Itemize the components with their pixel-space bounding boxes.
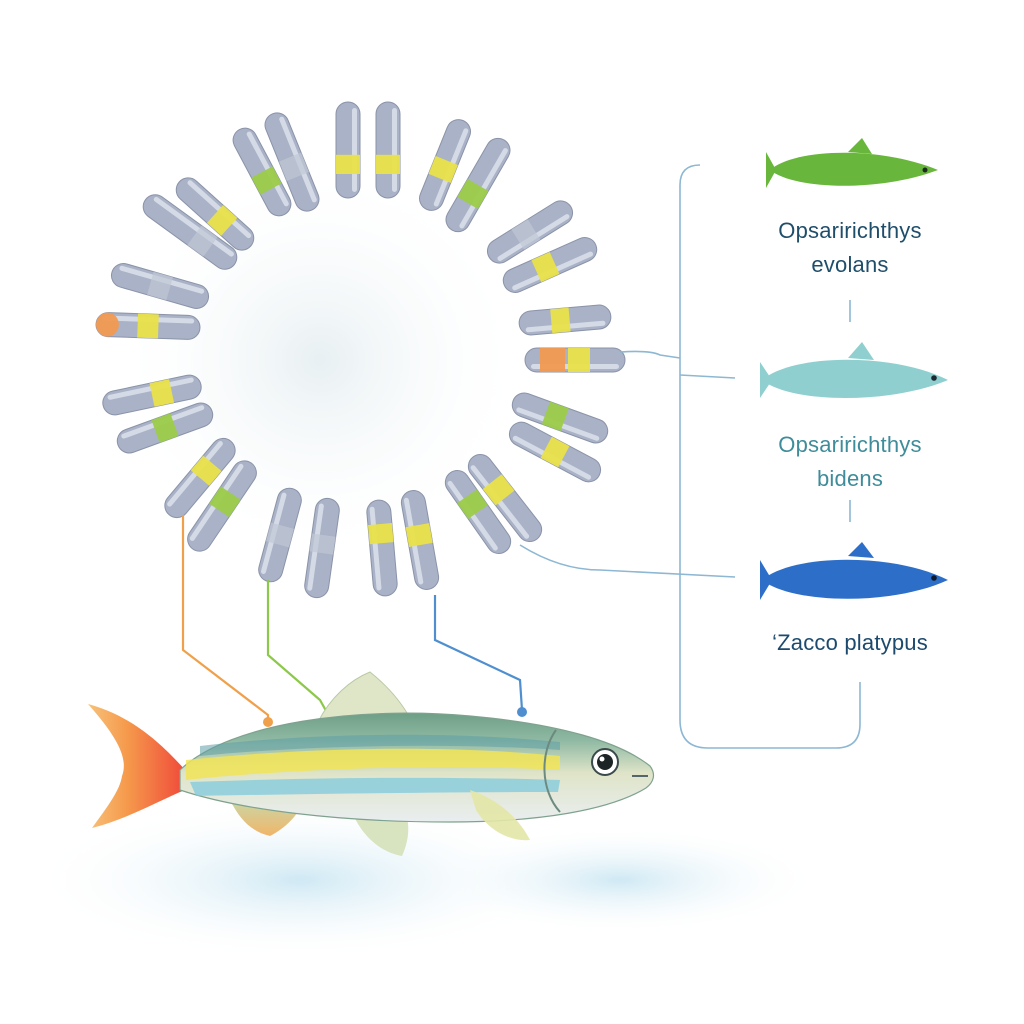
chromosome-19: [164, 437, 236, 519]
main-fish-pectoral-fin: [470, 790, 530, 841]
chromosome-24: [400, 490, 440, 590]
chromosome-band: [376, 154, 400, 175]
main-fish-tail: [88, 704, 185, 828]
chromosome-7: [419, 119, 471, 211]
chromosome-band: [209, 486, 241, 518]
chromosome-18: [508, 421, 602, 483]
orange-link-end: [263, 717, 273, 727]
chromosome-26: [467, 453, 543, 543]
chromosome-17: [511, 392, 609, 444]
chromosome-band: [149, 379, 175, 407]
main-fish-dorsal-fin: [317, 671, 411, 723]
species-label-zacco: ‘Zacco platypus: [720, 626, 980, 660]
fish-icon-zacco: [760, 542, 948, 600]
chromosome-20: [187, 460, 257, 552]
species-label-evolans: Opsaririchthys evolans: [720, 214, 980, 282]
blue-link: [433, 595, 524, 711]
chromosome-4: [264, 112, 320, 212]
chromosome-12: [95, 312, 201, 340]
chromosome-band: [309, 533, 336, 555]
main-fish-stripe-teal: [200, 734, 560, 756]
chromosome-band: [206, 205, 238, 236]
species-label-bidens: Opsaririchthys bidens: [720, 428, 980, 496]
chromosome-band: [511, 219, 541, 250]
chromosome-16: [116, 402, 214, 454]
chromosome-band: [151, 413, 179, 443]
chromosome-band: [457, 179, 489, 210]
chromosome-band: [147, 271, 173, 301]
chromosome-3: [232, 127, 292, 217]
chromosome-15: [102, 374, 202, 416]
chromosome-9: [486, 200, 574, 264]
chromosome-band: [190, 455, 222, 486]
chromosome-band: [540, 348, 565, 372]
chromosome-band: [457, 489, 488, 519]
chromosome-band: [405, 523, 433, 548]
chromosome-8: [445, 137, 511, 233]
chromosome-band: [137, 313, 159, 339]
species-label-line1: Opsaririchthys: [778, 432, 922, 457]
green-link: [266, 580, 331, 719]
chromosome-band: [541, 401, 569, 431]
main-fish-gill: [543, 729, 561, 813]
chromosome-ring: [95, 101, 626, 599]
species-label-line2: bidens: [816, 466, 884, 491]
chromosome-band: [482, 474, 515, 506]
fish-icon-bidens: [760, 342, 948, 398]
main-fish-stripe-yellow: [186, 748, 560, 780]
chromosome-22: [304, 497, 340, 599]
fish-icon-evolans: [766, 138, 938, 188]
chromosome-13: [518, 304, 612, 336]
chromosome-1: [335, 101, 361, 199]
chromosome-band: [550, 307, 571, 334]
chromosome-band: [278, 152, 309, 181]
chromosome-band: [531, 252, 560, 283]
species-bracket: [519, 164, 861, 749]
chromosome-band: [187, 225, 218, 257]
chromosome-band: [251, 166, 282, 195]
chromosome-band: [96, 312, 119, 337]
chromosome-6: [142, 194, 238, 270]
main-fish: [88, 671, 655, 856]
main-fish-stripe-blue: [190, 777, 560, 796]
chromosome-band: [265, 522, 295, 548]
chromosome-band: [540, 436, 570, 468]
species-label-line1: ‘Zacco platypus: [772, 630, 928, 655]
chromosome-band: [367, 523, 394, 545]
chromosome-band: [568, 348, 590, 372]
species-label-line1: Opsaririchthys: [778, 218, 922, 243]
chromosome-11: [110, 263, 210, 309]
chromosome-links: [181, 515, 527, 727]
chromosome-2: [375, 101, 401, 199]
chromosome-14: [524, 347, 626, 373]
chromosome-23: [366, 499, 398, 597]
chromosome-10: [502, 237, 598, 293]
chromosome-band: [336, 154, 360, 175]
blue-link-end: [517, 707, 527, 717]
chromosome-25: [444, 470, 512, 554]
species-label-line2: evolans: [811, 252, 889, 277]
chromosome-band: [428, 156, 458, 183]
chromosome-5: [175, 177, 255, 251]
